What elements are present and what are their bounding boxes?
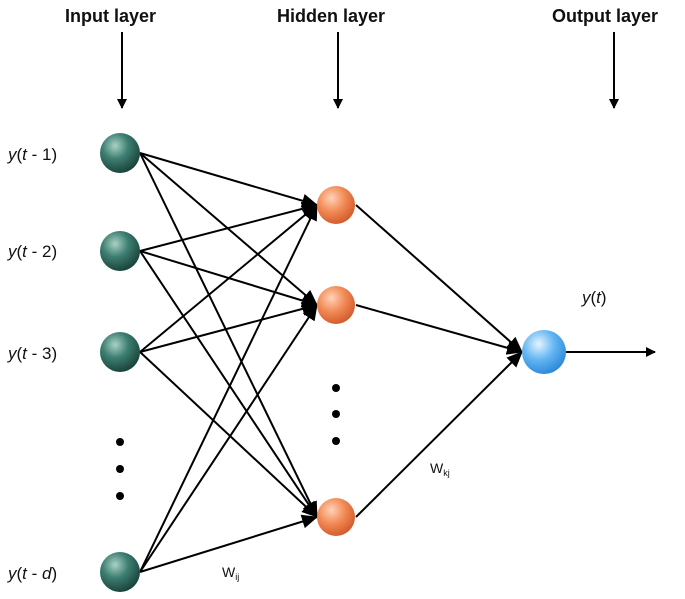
hidden-output-connections xyxy=(355,204,523,518)
connection-input-3-hidden-1 xyxy=(139,204,318,353)
hidden-node-k xyxy=(317,498,355,536)
input-node-d xyxy=(100,552,140,592)
connection-input-1-hidden-1 xyxy=(139,152,318,208)
connection-input-3-hidden-2 xyxy=(139,302,318,353)
input-node-3 xyxy=(100,332,140,372)
connection-input-2-hidden-1 xyxy=(139,201,318,252)
hidden-node-1 xyxy=(317,186,355,224)
connection-hidden-1-output xyxy=(355,204,523,353)
weight-label-kj: Wkj xyxy=(430,460,450,478)
connection-input-4-hidden-1 xyxy=(139,204,318,573)
connection-input-2-hidden-3 xyxy=(139,250,318,518)
input-label-d: y(t - d) xyxy=(7,564,57,583)
input-label-3: y(t - 3) xyxy=(7,344,57,363)
connection-input-1-hidden-3 xyxy=(139,152,318,518)
connection-hidden-3-output xyxy=(355,351,523,518)
input-node-1 xyxy=(100,133,140,173)
input-label-1: y(t - 1) xyxy=(7,145,57,164)
output-layer-title: Output layer xyxy=(552,6,658,26)
connection-input-4-hidden-2 xyxy=(139,304,318,573)
input-layer-title: Input layer xyxy=(65,6,156,26)
connection-hidden-2-output xyxy=(355,304,523,355)
input-label-2: y(t - 2) xyxy=(7,242,57,261)
hidden-layer-title: Hidden layer xyxy=(277,6,385,26)
input-ellipsis xyxy=(116,438,124,500)
weight-label-ij: Wij xyxy=(222,564,239,582)
connection-input-3-hidden-3 xyxy=(139,351,318,518)
output-node xyxy=(522,330,566,374)
output-label: y(t) xyxy=(581,288,607,307)
input-node-2 xyxy=(100,231,140,271)
input-hidden-connections xyxy=(139,152,318,573)
hidden-ellipsis xyxy=(332,384,340,445)
connection-input-4-hidden-3 xyxy=(139,514,318,573)
hidden-node-2 xyxy=(317,286,355,324)
